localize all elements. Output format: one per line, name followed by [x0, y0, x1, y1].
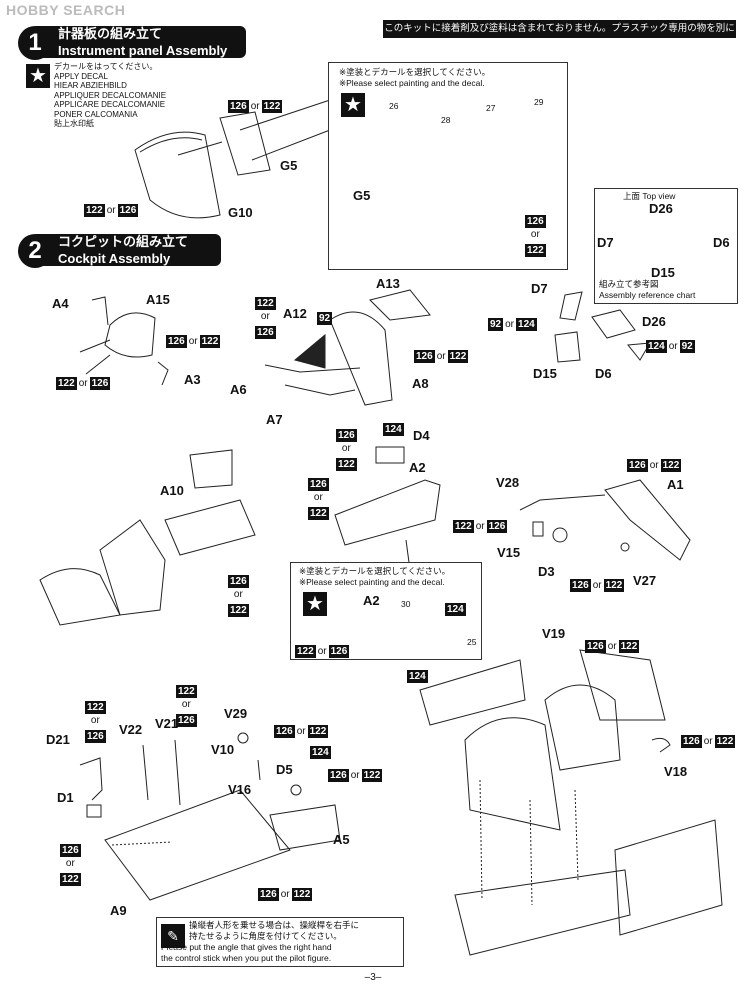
label-a10: A10	[160, 483, 184, 498]
decal-star-icon: ★	[26, 64, 50, 88]
label-a15: A15	[146, 292, 170, 307]
label-d4: D4	[413, 428, 430, 443]
label-d26: D26	[642, 314, 666, 329]
label-a9: A9	[110, 903, 127, 918]
topview-box: 上面 Top view D26 D7 D6 D15 組み立て参考図 Assemb…	[594, 188, 738, 304]
label-v22: V22	[119, 722, 143, 737]
label-d1: D1	[57, 790, 74, 805]
floor-a9-drawing	[104, 789, 291, 901]
step2-title-en: Cockpit Assembly	[58, 251, 171, 266]
pilot-note-box: ✎ 操縦者人形を乗せる場合は、操縦桿を右手に 持たせるように角度を付けてください…	[156, 917, 404, 967]
label-v16: V16	[228, 782, 252, 797]
label-d15: D15	[533, 366, 557, 381]
label-v18: V18	[664, 764, 688, 779]
step1-number: 1	[18, 26, 52, 60]
label-v21: V21	[155, 716, 179, 731]
label-d21: D21	[46, 732, 70, 747]
label-v10: V10	[211, 742, 235, 757]
decal-select-box-2: ※塗装とデカールを選択してください。 ※Please select painti…	[290, 562, 482, 660]
watermark: HOBBY SEARCH	[6, 2, 126, 18]
warning-icon: ✎	[161, 924, 185, 948]
label-v19: V19	[542, 626, 566, 641]
frame-a8-drawing	[329, 311, 393, 406]
label-d5: D5	[276, 762, 293, 777]
label-a5: A5	[333, 832, 350, 847]
decal-select-box-1: ※塗装とデカールを選択してください。 ※Please select painti…	[328, 62, 568, 270]
step2-number: 2	[18, 234, 52, 268]
label-a8: A8	[412, 376, 429, 391]
step2-header: コクピットの組み立て Cockpit Assembly 2	[18, 234, 221, 270]
g5-part-drawing	[219, 111, 271, 176]
label-d6: D6	[595, 366, 612, 381]
step2-title-jp: コクピットの組み立て	[58, 234, 189, 249]
label-g5-panel: G5	[353, 188, 371, 203]
step1-title-jp: 計器板の組み立て	[58, 26, 163, 41]
label-a3: A3	[184, 372, 201, 387]
seat-a15-drawing	[104, 312, 156, 358]
label-a2: A2	[409, 460, 426, 475]
label-v15: V15	[497, 545, 521, 560]
label-v29: V29	[224, 706, 248, 721]
adhesive-note: このキットに接着剤及び塗料は含まれておりません。プラスチック専用の物を別にお求め…	[383, 20, 736, 52]
label-a13: A13	[376, 276, 400, 291]
label-g10: G10	[228, 205, 253, 220]
label-a12: A12	[283, 306, 307, 321]
decal-star-icon: ★	[303, 592, 327, 616]
label-v28: V28	[496, 475, 520, 490]
label-a7: A7	[266, 412, 283, 427]
decal-legend: デカールをはってください。 APPLY DECAL HIEAR ABZIEHBI…	[54, 62, 167, 128]
console-a2-drawing	[334, 479, 441, 546]
step1-title-en: Instrument panel Assembly	[58, 43, 228, 58]
label-d3: D3	[538, 564, 555, 579]
label-v27: V27	[633, 573, 657, 588]
page-number: –3–	[364, 972, 382, 983]
step1-header: 計器板の組み立て Instrument panel Assembly 1	[18, 26, 246, 62]
label-a6: A6	[230, 382, 247, 397]
label-g5: G5	[280, 158, 298, 173]
g10-part-drawing	[134, 131, 221, 219]
label-d7: D7	[531, 281, 548, 296]
decal-star-icon: ★	[341, 93, 365, 117]
label-a4: A4	[52, 296, 69, 311]
label-a1: A1	[667, 477, 684, 492]
